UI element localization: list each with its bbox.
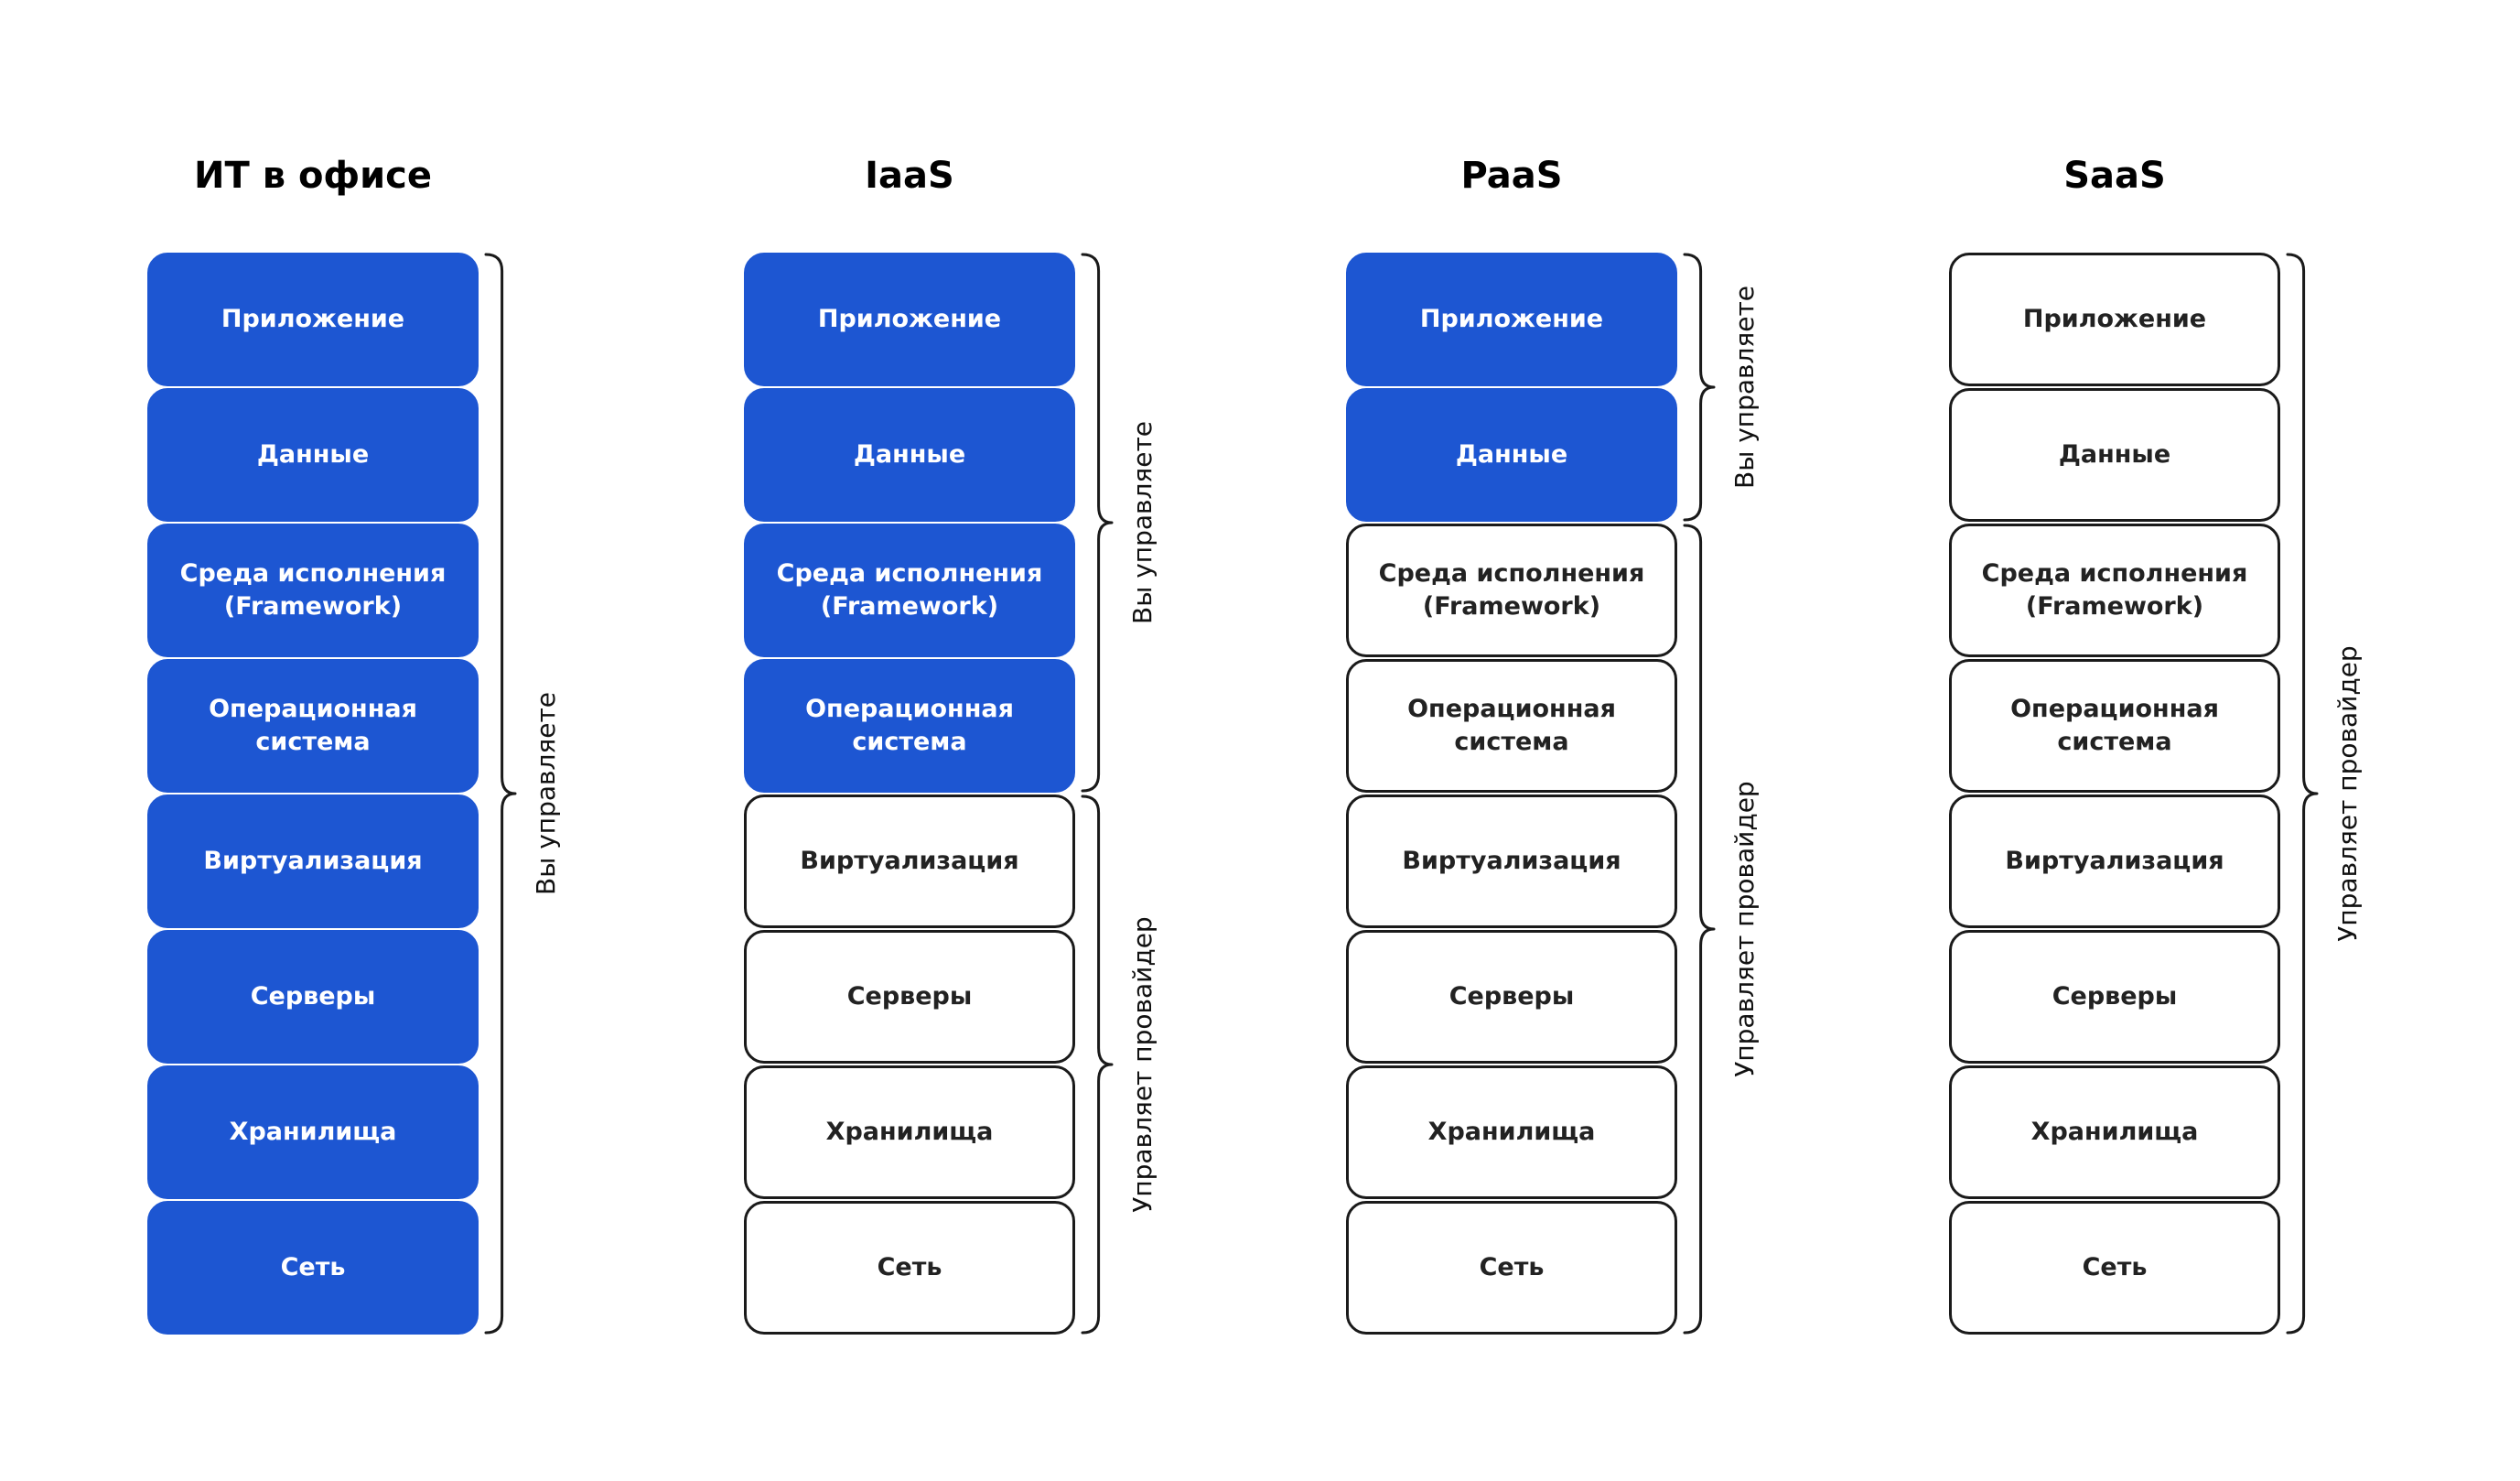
layer-block-provider-managed: Хранилища [1949, 1065, 2280, 1199]
curly-brace [1081, 253, 1114, 793]
layer-block-provider-managed: Хранилища [1346, 1065, 1677, 1199]
label-user-managed: Вы управляете [1729, 285, 1760, 490]
layer-block-user-managed: Среда исполнения (Framework) [744, 524, 1075, 657]
curly-brace-path [1683, 253, 1716, 522]
layer-block-provider-managed: Среда исполнения (Framework) [1346, 524, 1677, 657]
layer-block-user-managed: Данные [1346, 388, 1677, 522]
layer-block-provider-managed: Приложение [1949, 253, 2280, 386]
column-title: SaaS [2063, 155, 2166, 197]
label-provider-managed: Управляет провайдер [1729, 781, 1760, 1077]
column-title: PaaS [1460, 155, 1563, 197]
curly-brace-path [1081, 253, 1114, 793]
layer-block-user-managed: Сеть [147, 1201, 479, 1335]
layer-block-provider-managed: Виртуализация [744, 795, 1075, 928]
layer-block-user-managed: Данные [744, 388, 1075, 522]
label-provider-managed: Управляет провайдер [2332, 645, 2363, 942]
layer-block-provider-managed: Сеть [1949, 1201, 2280, 1335]
curly-brace [484, 253, 517, 1335]
layer-block-user-managed: Операционная система [744, 659, 1075, 793]
layer-block-provider-managed: Серверы [1346, 930, 1677, 1064]
layer-block-user-managed: Операционная система [147, 659, 479, 793]
layer-block-provider-managed: Серверы [1949, 930, 2280, 1064]
layer-block-user-managed: Данные [147, 388, 479, 522]
layer-block-provider-managed: Хранилища [744, 1065, 1075, 1199]
label-provider-managed: Управляет провайдер [1127, 916, 1158, 1213]
column-title: ИТ в офисе [194, 155, 432, 197]
layer-block-user-managed: Приложение [147, 253, 479, 386]
column-title: IaaS [865, 155, 954, 197]
layer-block-provider-managed: Данные [1949, 388, 2280, 522]
layer-block-provider-managed: Виртуализация [1346, 795, 1677, 928]
layer-block-provider-managed: Сеть [1346, 1201, 1677, 1335]
label-user-managed: Вы управляете [1127, 420, 1158, 625]
layer-block-provider-managed: Операционная система [1949, 659, 2280, 793]
layer-block-user-managed: Приложение [1346, 253, 1677, 386]
curly-brace [2286, 253, 2319, 1335]
curly-brace-path [1081, 795, 1114, 1335]
layer-block-user-managed: Виртуализация [147, 795, 479, 928]
layer-block-provider-managed: Среда исполнения (Framework) [1949, 524, 2280, 657]
curly-brace-path [2286, 253, 2319, 1335]
curly-brace-path [484, 253, 517, 1335]
layer-block-user-managed: Приложение [744, 253, 1075, 386]
curly-brace-path [1683, 524, 1716, 1335]
curly-brace [1081, 795, 1114, 1335]
layer-block-provider-managed: Операционная система [1346, 659, 1677, 793]
curly-brace [1683, 524, 1716, 1335]
layer-block-provider-managed: Серверы [744, 930, 1075, 1064]
layer-block-user-managed: Хранилища [147, 1065, 479, 1199]
layer-block-provider-managed: Виртуализация [1949, 795, 2280, 928]
layer-block-user-managed: Серверы [147, 930, 479, 1064]
layer-block-user-managed: Среда исполнения (Framework) [147, 524, 479, 657]
layer-block-provider-managed: Сеть [744, 1201, 1075, 1335]
label-user-managed: Вы управляете [531, 691, 561, 896]
curly-brace [1683, 253, 1716, 522]
